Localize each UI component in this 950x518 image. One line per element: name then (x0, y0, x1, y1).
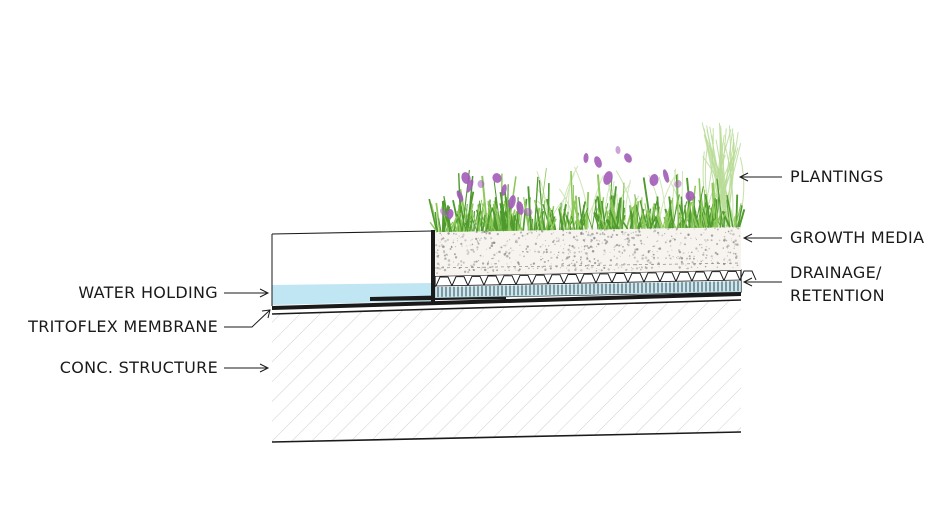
leader-arrows (224, 172, 782, 373)
grass-blades (428, 168, 746, 233)
plantings-label: PLANTINGS (790, 167, 884, 186)
drainage-retention-label: DRAINAGE/ RETENTION (790, 262, 885, 306)
water-holding-label: WATER HOLDING (78, 283, 218, 302)
water-holding-arrow (224, 288, 270, 298)
edge-curb (431, 230, 435, 302)
drainage-label-line2: RETENTION (790, 286, 885, 305)
growth-media-layer (434, 225, 742, 276)
membrane-arrow (224, 309, 271, 328)
flower-spikes (440, 146, 695, 219)
tritoflex-membrane (272, 292, 741, 310)
plantings (428, 122, 746, 233)
concrete-structure (271, 299, 742, 443)
plantings-arrow (738, 172, 782, 182)
growth-media-arrow (742, 233, 782, 243)
structure-label: CONC. STRUCTURE (59, 358, 218, 377)
structure-arrow (224, 363, 270, 373)
drainage-arrow (742, 277, 782, 287)
membrane-label: TRITOFLEX MEMBRANE (28, 317, 218, 336)
drainage-label-line1: DRAINAGE/ (790, 263, 882, 282)
growth-media-label: GROWTH MEDIA (790, 228, 925, 247)
